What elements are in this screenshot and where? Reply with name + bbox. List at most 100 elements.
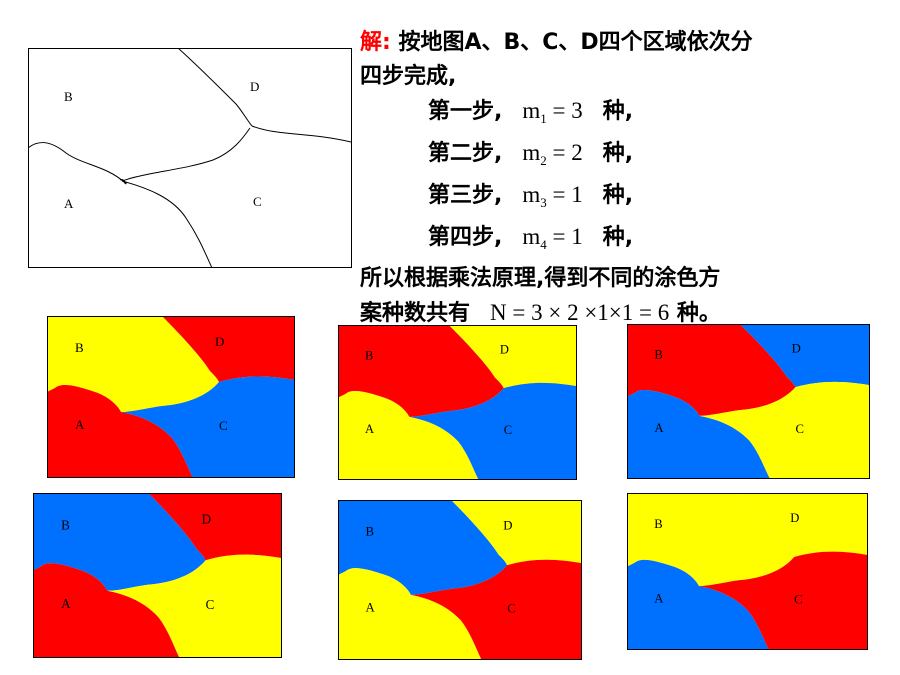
region-d bbox=[451, 500, 582, 566]
region-label-a: A bbox=[61, 596, 71, 611]
region-label-c: C bbox=[796, 422, 804, 436]
region-label-a: A bbox=[654, 421, 663, 435]
step-unit: 种, bbox=[602, 183, 634, 208]
outline-map-svg: B D A C bbox=[28, 48, 352, 268]
region-label-a: A bbox=[365, 422, 374, 436]
colored-map-5: B D A C bbox=[338, 500, 582, 660]
border-a-c-lower bbox=[121, 180, 213, 268]
region-c bbox=[107, 554, 282, 658]
step-value: = 1 bbox=[552, 224, 583, 249]
region-a bbox=[338, 391, 479, 480]
region-label-c: C bbox=[504, 423, 512, 437]
map-frame bbox=[338, 325, 577, 480]
colored-map-svg: B D A C bbox=[338, 500, 582, 660]
region-label-b: B bbox=[365, 348, 373, 362]
step-subscript: 4 bbox=[540, 237, 547, 252]
step-name: 第一步, bbox=[428, 99, 503, 124]
step-name: 第二步, bbox=[428, 141, 503, 166]
region-label-a: A bbox=[654, 592, 664, 606]
region-b bbox=[627, 493, 795, 587]
region-c bbox=[409, 382, 577, 480]
conclusion-line-1: 所以根据乘法原理,得到不同的涂色方 bbox=[360, 266, 721, 291]
step-formula: m4 = 1 bbox=[522, 224, 583, 252]
conclusion-formula: N = 3 × 2 ×1×1 = 6 bbox=[490, 300, 670, 325]
step-name: 第三步, bbox=[428, 183, 503, 208]
step-unit: 种, bbox=[602, 99, 634, 124]
step-formula: m3 = 1 bbox=[522, 182, 582, 210]
step-var: m bbox=[522, 140, 541, 165]
region-label-b: B bbox=[654, 517, 662, 531]
border-a-c bbox=[121, 127, 251, 182]
step-subscript: 2 bbox=[540, 153, 547, 168]
region-a bbox=[627, 390, 771, 479]
step-name: 第四步, bbox=[428, 225, 503, 250]
region-label-d: D bbox=[790, 511, 799, 525]
region-b bbox=[338, 325, 504, 417]
region-d bbox=[162, 316, 295, 382]
region-label-a: A bbox=[75, 417, 85, 432]
region-a bbox=[33, 563, 180, 658]
region-b bbox=[47, 316, 219, 412]
colored-map-3: B D A C bbox=[627, 324, 870, 479]
region-a bbox=[338, 568, 482, 660]
region-label-c: C bbox=[507, 602, 516, 616]
region-label-d: D bbox=[792, 342, 801, 356]
step-var: m bbox=[522, 182, 541, 207]
outline-label-d: D bbox=[250, 79, 259, 94]
map-frame bbox=[47, 316, 295, 478]
region-d bbox=[448, 325, 577, 389]
border-d-c bbox=[251, 125, 352, 143]
conclusion-line-2: 案种数共有 N = 3 × 2 ×1×1 = 6 种。 bbox=[360, 296, 890, 331]
colored-map-svg: B D A C bbox=[627, 324, 870, 479]
region-label-a: A bbox=[366, 601, 376, 615]
intro-text-1: 按地图A、B、C、D四个区域依次分 bbox=[398, 30, 753, 55]
colored-map-svg: B D A C bbox=[627, 493, 868, 650]
region-label-d: D bbox=[500, 343, 509, 357]
region-d bbox=[148, 493, 282, 561]
step-1: 第一步, m1 = 3 种, bbox=[360, 94, 890, 136]
region-label-d: D bbox=[215, 334, 224, 349]
region-b bbox=[338, 500, 508, 595]
region-b bbox=[33, 493, 206, 591]
step-subscript: 1 bbox=[540, 111, 547, 126]
border-b-d bbox=[177, 48, 253, 127]
region-c bbox=[121, 376, 295, 478]
region-c bbox=[410, 559, 582, 660]
step-subscript: 3 bbox=[540, 195, 547, 210]
map-frame bbox=[627, 324, 870, 479]
step-var: m bbox=[522, 98, 541, 123]
region-label-c: C bbox=[206, 597, 215, 612]
outline-map-frame bbox=[28, 48, 352, 268]
map-frame bbox=[33, 493, 282, 658]
region-label-c: C bbox=[794, 592, 802, 606]
step-3: 第三步, m3 = 1 种, bbox=[360, 178, 890, 220]
outline-label-b: B bbox=[64, 89, 73, 104]
conclusion-text: 案种数共有 bbox=[360, 301, 471, 326]
step-unit: 种, bbox=[602, 225, 634, 250]
region-d bbox=[739, 324, 870, 388]
step-4: 第四步, m4 = 1 种, bbox=[360, 220, 890, 262]
outline-label-a: A bbox=[64, 196, 74, 211]
region-label-b: B bbox=[366, 525, 375, 539]
step-value: = 3 bbox=[552, 98, 583, 123]
region-label-b: B bbox=[654, 348, 662, 362]
step-unit: 种, bbox=[602, 141, 634, 166]
solution-label: 解: bbox=[360, 30, 391, 55]
region-c bbox=[698, 551, 868, 650]
intro-line-1: 解: 按地图A、B、C、D四个区域依次分 bbox=[360, 26, 890, 60]
region-label-d: D bbox=[503, 519, 512, 533]
region-a bbox=[627, 559, 769, 650]
step-formula: m1 = 3 bbox=[522, 98, 583, 126]
region-a bbox=[47, 385, 193, 478]
step-2: 第二步, m2 = 2 种, bbox=[360, 136, 890, 178]
map-frame bbox=[627, 493, 868, 650]
region-label-b: B bbox=[75, 340, 84, 355]
conclusion-unit: 种。 bbox=[676, 301, 721, 326]
step-value: = 2 bbox=[552, 140, 583, 165]
colored-map-svg: B D A C bbox=[338, 325, 577, 480]
